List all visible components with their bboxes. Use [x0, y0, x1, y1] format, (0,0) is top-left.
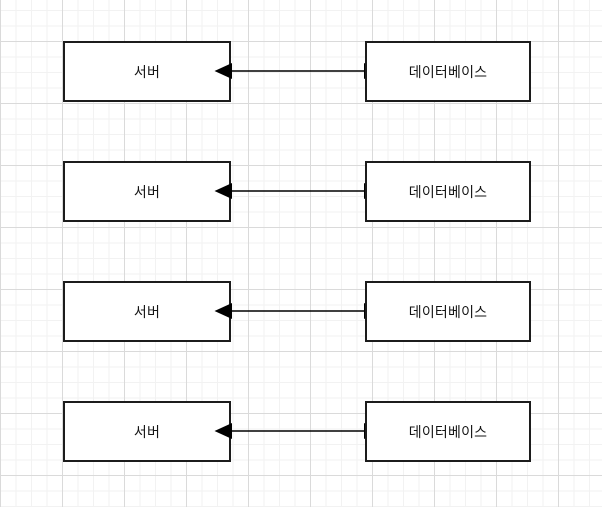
node-database-4[interactable]: 데이터베이스 [365, 401, 531, 462]
node-server-3[interactable]: 서버 [63, 281, 231, 342]
node-server-2[interactable]: 서버 [63, 161, 231, 222]
edge-server-database-2[interactable] [214, 161, 382, 222]
node-label: 서버 [133, 303, 161, 320]
node-server-4[interactable]: 서버 [63, 401, 231, 462]
node-label: 데이터베이스 [408, 183, 488, 200]
node-database-3[interactable]: 데이터베이스 [365, 281, 531, 342]
node-database-2[interactable]: 데이터베이스 [365, 161, 531, 222]
node-server-1[interactable]: 서버 [63, 41, 231, 102]
node-label: 데이터베이스 [408, 423, 488, 440]
edge-server-database-4[interactable] [214, 401, 382, 462]
node-label: 서버 [133, 183, 161, 200]
node-label: 서버 [133, 423, 161, 440]
node-database-1[interactable]: 데이터베이스 [365, 41, 531, 102]
edge-server-database-1[interactable] [214, 41, 382, 102]
edge-server-database-3[interactable] [214, 281, 382, 342]
node-label: 서버 [133, 63, 161, 80]
node-label: 데이터베이스 [408, 303, 488, 320]
node-label: 데이터베이스 [408, 63, 488, 80]
